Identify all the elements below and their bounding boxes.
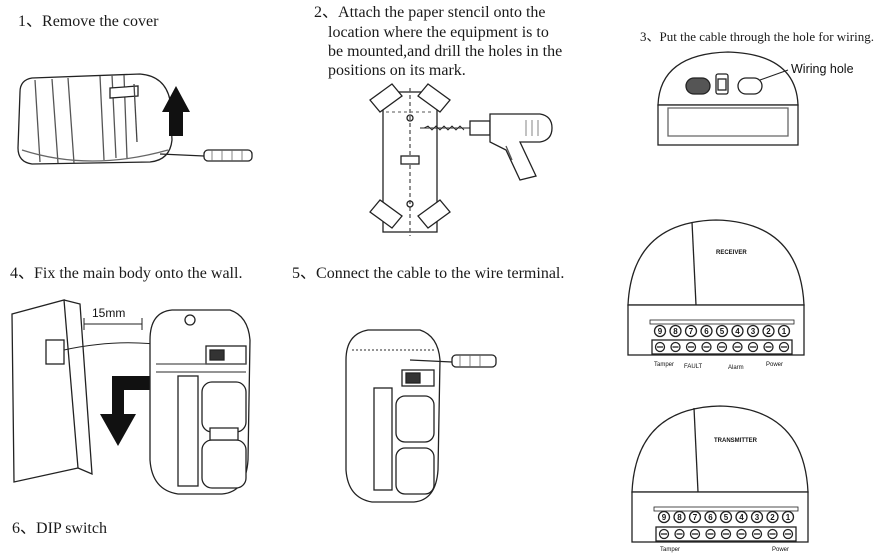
step-6-text: DIP switch: [36, 520, 107, 537]
transmitter-terminal-marker: [688, 510, 702, 524]
transmitter-terminal-number: 1: [786, 513, 791, 522]
transmitter-power-label: Power: [772, 547, 789, 553]
step-1-number: 1、: [18, 13, 43, 30]
step-3-caption: 3、Put the cable through the hole for wir…: [640, 27, 874, 47]
receiver-terminal-number: 2: [766, 327, 771, 336]
receiver-terminal-marker: [777, 324, 791, 338]
receiver-tamper-label: Tamper: [654, 362, 674, 368]
receiver-terminal-number: 5: [720, 327, 725, 336]
step-4-number: 4、: [10, 265, 35, 282]
step-2-number: 2、: [314, 4, 339, 21]
step-2-line-1: Attach the paper stencil onto the: [338, 4, 546, 21]
step-4-text: Fix the main body onto the wall.: [34, 265, 243, 282]
receiver-terminal-number: 8: [673, 327, 678, 336]
receiver-alarm-label: Alarm: [728, 365, 744, 371]
step-2-caption: 2、Attach the paper stencil onto the: [314, 3, 546, 23]
distance-label: 15mm: [92, 306, 125, 320]
receiver-terminal-marker: [746, 324, 760, 338]
receiver-terminal-number: 4: [735, 327, 740, 336]
receiver-terminal-marker: [684, 324, 698, 338]
step-5-caption: 5、Connect the cable to the wire terminal…: [292, 264, 564, 284]
step-3-text: Put the cable through the hole for wirin…: [659, 29, 874, 44]
step-4-detector-body: [149, 309, 251, 495]
transmitter-terminal-number: 3: [755, 513, 760, 522]
receiver-terminals: 9 8 7 6 5 4 3 2 1: [653, 324, 791, 353]
receiver-terminal-number: 7: [689, 327, 694, 336]
step-2-stencil-illustration: [369, 83, 451, 236]
transmitter-terminal-marker: [781, 510, 795, 524]
transmitter-diagram: [631, 405, 809, 543]
transmitter-terminal-number: 5: [724, 513, 729, 522]
transmitter-terminal-number: 7: [693, 513, 698, 522]
drill-icon: [420, 113, 553, 181]
receiver-terminal-number: 6: [704, 327, 709, 336]
step-3-base-illustration: [657, 51, 799, 146]
receiver-terminal-marker: [653, 324, 667, 338]
step-4-caption: 4、Fix the main body onto the wall.: [10, 264, 242, 284]
step-1-caption: 1、Remove the cover: [18, 12, 158, 32]
receiver-fault-label: FAULT: [684, 364, 703, 370]
step-6-caption: 6、DIP switch: [12, 519, 107, 539]
wiring-hole-label: Wiring hole: [791, 62, 854, 76]
step-6-number: 6、: [12, 520, 37, 537]
step-5-text: Connect the cable to the wire terminal.: [316, 265, 565, 282]
receiver-terminal-number: 1: [782, 327, 787, 336]
transmitter-terminal-marker: [657, 510, 671, 524]
down-arrow-icon: [100, 376, 154, 446]
step-5-number: 5、: [292, 265, 317, 282]
receiver-power-label: Power: [766, 362, 783, 368]
step-1-detector-illustration: [17, 73, 253, 165]
receiver-terminal-marker: [762, 324, 775, 338]
transmitter-terminal-marker: [704, 510, 717, 524]
receiver-terminal-number: 3: [751, 327, 756, 336]
step-4-wall-illustration: [11, 299, 169, 483]
screwdriver-icon: [409, 354, 497, 368]
lift-arrow-icon: [162, 86, 190, 136]
receiver-terminal-marker: [700, 324, 713, 338]
step-2-line-4: positions on its mark.: [328, 62, 466, 79]
transmitter-terminal-number: 8: [677, 513, 682, 522]
step-3-number: 3、: [640, 29, 660, 44]
receiver-terminal-marker: [715, 324, 729, 338]
transmitter-terminal-number: 4: [739, 513, 744, 522]
step-2-line-3: be mounted,and drill the holes in the: [328, 43, 563, 60]
receiver-terminal-marker: [669, 324, 682, 338]
transmitter-terminal-marker: [719, 510, 733, 524]
receiver-title: RECEIVER: [716, 250, 747, 256]
transmitter-terminal-marker: [750, 510, 764, 524]
transmitter-terminal-marker: [766, 510, 779, 524]
receiver-terminal-number: 9: [658, 327, 663, 336]
transmitter-tamper-label: Tamper: [660, 547, 680, 553]
step-2-line-2: location where the equipment is to: [328, 24, 549, 41]
transmitter-terminal-marker: [673, 510, 686, 524]
receiver-terminal-marker: [731, 324, 744, 338]
step-1-text: Remove the cover: [42, 13, 159, 30]
receiver-diagram: [627, 219, 805, 356]
transmitter-terminal-number: 2: [770, 513, 775, 522]
step-5-detector-body: [345, 329, 441, 503]
transmitter-terminal-number: 9: [662, 513, 667, 522]
transmitter-terminals: 9 8 7 6 5 4 3 2 1: [657, 510, 795, 540]
transmitter-terminal-marker: [735, 510, 748, 524]
transmitter-title: TRANSMITTER: [714, 438, 758, 444]
transmitter-terminal-number: 6: [708, 513, 713, 522]
